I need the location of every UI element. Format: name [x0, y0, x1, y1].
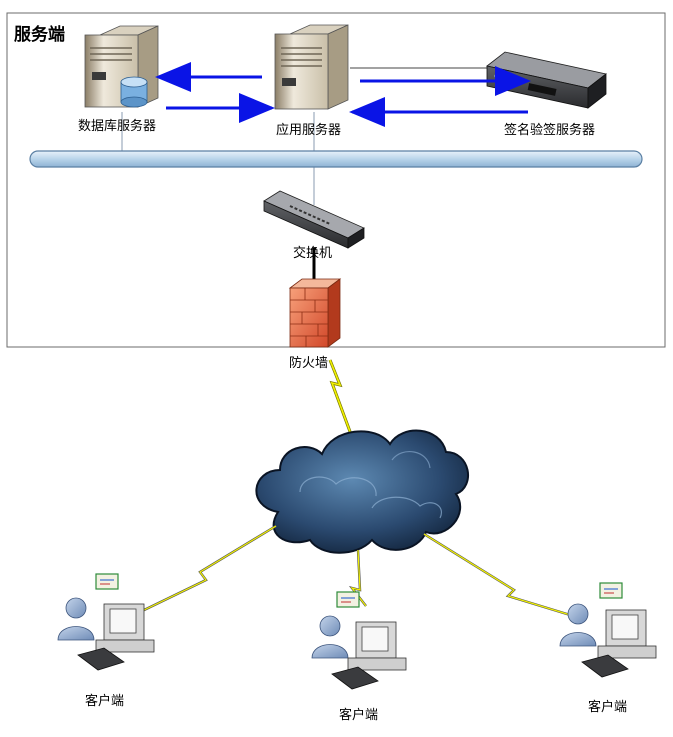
- db-server-label: 数据库服务器: [78, 119, 157, 134]
- client-3-label: 客户端: [588, 700, 628, 715]
- firewall-icon: [288, 278, 342, 348]
- cloud-client3-link: [423, 532, 581, 620]
- cloud-client1-link-glow: [139, 525, 277, 613]
- firewall-label: 防火墙: [289, 356, 329, 371]
- server-zone-title: 服务端: [14, 25, 65, 45]
- firewall-cloud-link: [328, 359, 354, 438]
- firewall-cloud-link-glow: [329, 359, 353, 438]
- switch-label: 交换机: [293, 246, 333, 261]
- sig-server-label: 签名验签服务器: [504, 123, 596, 138]
- certificate-icon-2: [336, 591, 360, 608]
- client-1-label: 客户端: [85, 694, 125, 709]
- client-2-icon: [311, 591, 407, 690]
- cloud-client3-link-glow: [423, 533, 581, 619]
- server-zone-border: [6, 12, 666, 348]
- database-server-icon: [84, 25, 159, 108]
- client-2-label: 客户端: [339, 708, 379, 723]
- internet-cloud-icon: [255, 429, 469, 554]
- client-1-icon: [57, 573, 155, 671]
- application-server-icon: [274, 24, 349, 110]
- client-3-icon: [559, 582, 657, 678]
- switch-icon: [263, 190, 365, 249]
- certificate-icon-3: [599, 582, 623, 599]
- network-bus: [29, 150, 643, 168]
- app-server-label: 应用服务器: [276, 123, 342, 138]
- certificate-icon: [95, 573, 119, 590]
